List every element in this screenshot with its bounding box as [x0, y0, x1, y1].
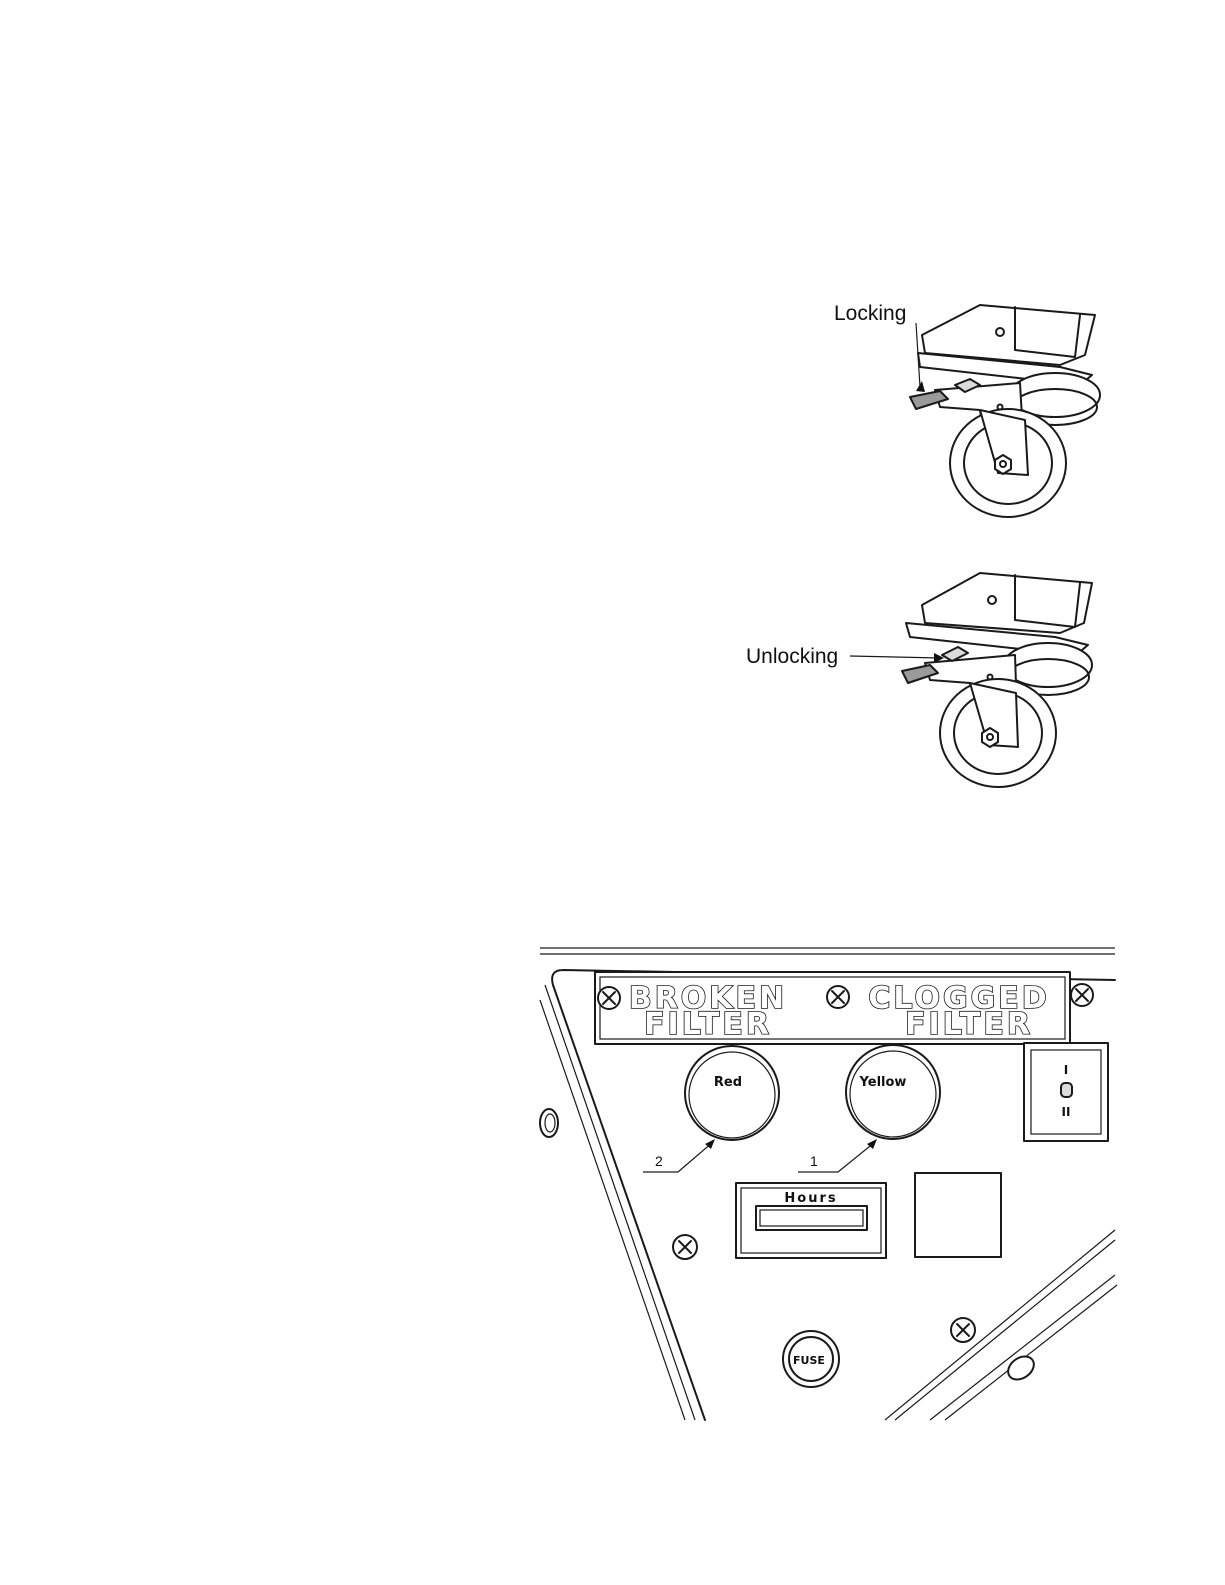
red-lamp-number: 2 [655, 1153, 663, 1169]
panel-right-rail [885, 1230, 1117, 1420]
screw-icon [673, 1235, 697, 1259]
rail-hole [1004, 1352, 1038, 1384]
side-bolt-icon [540, 1109, 558, 1137]
screw-icon [1071, 984, 1093, 1006]
unlocking-leader-line [850, 656, 940, 658]
locking-arrowhead [916, 381, 925, 392]
locking-caster-drawing [830, 295, 1120, 535]
yellow-lamp-label: Yellow [859, 1075, 907, 1090]
switch-rocker-icon [1061, 1083, 1072, 1097]
frame-bolt-icon [988, 596, 996, 604]
sign-broken-filter: FILTER [644, 1007, 772, 1042]
panel-left-edge [540, 985, 695, 1420]
yellow-lamp [846, 1045, 940, 1139]
unlocking-callout: Unlocking [746, 645, 838, 669]
fuse-label: FUSE [793, 1354, 825, 1367]
red-lamp [685, 1046, 779, 1140]
screw-icon [598, 987, 620, 1009]
switch-top-mark: I [1064, 1063, 1068, 1077]
yellow-lamp-number: 1 [810, 1153, 818, 1169]
axle-nut-icon [995, 455, 1011, 474]
blank-cover-plate [915, 1173, 1001, 1257]
frame-body [922, 573, 1092, 633]
control-panel-drawing: BROKEN FILTER CLOGGED FILTER Red Yellow … [535, 940, 1120, 1425]
hour-meter-label: Hours [784, 1191, 837, 1206]
red-lamp-leader [643, 1142, 713, 1172]
screw-icon [827, 986, 849, 1008]
axle-nut-icon [982, 728, 998, 747]
sign-clogged-filter: FILTER [905, 1007, 1033, 1042]
frame-bolt-icon [996, 328, 1004, 336]
screw-icon [951, 1318, 975, 1342]
unlocking-caster-drawing [830, 565, 1120, 805]
switch-bottom-mark: II [1062, 1105, 1071, 1119]
red-lamp-label: Red [714, 1075, 742, 1090]
